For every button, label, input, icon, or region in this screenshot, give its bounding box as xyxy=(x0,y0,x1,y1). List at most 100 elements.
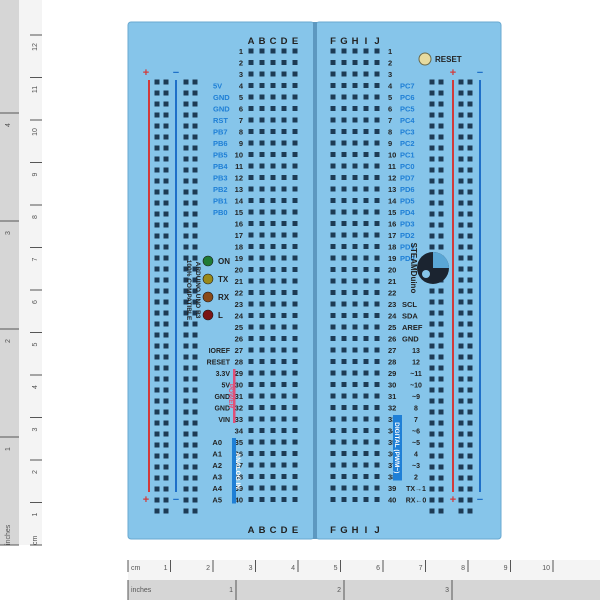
terminal-hole xyxy=(374,60,380,65)
terminal-hole xyxy=(330,106,336,111)
left-rail-hole xyxy=(154,266,160,272)
terminal-hole xyxy=(352,324,358,330)
right-inner-rail-hole xyxy=(438,134,444,140)
terminal-hole xyxy=(341,324,347,330)
left-rail-hole xyxy=(163,508,169,514)
terminal-hole xyxy=(281,370,287,376)
left-rail-hole xyxy=(154,365,160,371)
right-rail-hole xyxy=(467,167,473,173)
right-rail-hole xyxy=(458,233,464,239)
bottom-ruler-cm-label: 9 xyxy=(504,565,508,572)
terminal-hole xyxy=(374,497,380,502)
column-label-top-A: A xyxy=(248,36,255,47)
left-rail-hole xyxy=(154,310,160,316)
right-rail-hole xyxy=(467,288,473,294)
terminal-hole xyxy=(374,439,380,445)
terminal-hole xyxy=(352,416,358,422)
terminal-hole xyxy=(281,209,287,215)
left-inner-rail-hole xyxy=(192,90,198,96)
left-rail-hole xyxy=(154,255,160,261)
brand-label: STEAMDuino xyxy=(409,243,418,294)
terminal-hole xyxy=(330,416,336,422)
terminal-hole xyxy=(363,370,369,376)
right-rail-hole xyxy=(458,112,464,118)
terminal-hole xyxy=(352,198,358,203)
terminal-hole xyxy=(352,485,358,491)
left-rail-hole xyxy=(154,475,160,481)
terminal-hole xyxy=(248,244,254,249)
left-rail-hole xyxy=(154,387,160,393)
left-ruler-cm-label: 7 xyxy=(32,257,39,261)
terminal-hole xyxy=(352,163,358,169)
terminal-hole xyxy=(259,244,265,249)
left-inner-rail-hole xyxy=(183,156,189,162)
terminal-hole xyxy=(374,313,380,318)
terminal-hole xyxy=(259,347,265,353)
left-rail-hole xyxy=(154,178,160,184)
right-rail-hole xyxy=(467,497,473,503)
left-rail-hole xyxy=(163,420,169,426)
left-rail-hole xyxy=(163,266,169,272)
right-rail-hole xyxy=(458,101,464,107)
terminal-hole xyxy=(292,347,298,353)
right-inner-rail-hole xyxy=(438,387,444,393)
terminal-hole xyxy=(281,382,287,387)
terminal-hole xyxy=(330,428,336,433)
terminal-hole xyxy=(374,359,380,364)
terminal-hole xyxy=(270,117,276,123)
bottom-ruler-cm-label: 7 xyxy=(419,565,423,572)
terminal-hole xyxy=(341,152,347,157)
row-number-left: 15 xyxy=(235,208,243,217)
left-inner-rail-hole xyxy=(192,233,198,239)
terminal-hole xyxy=(292,359,298,364)
right-inner-rail-hole xyxy=(429,508,435,514)
left-inner-rail-hole xyxy=(192,409,198,415)
left-rail-hole xyxy=(154,486,160,492)
terminal-hole xyxy=(363,278,369,284)
digital-pin-label: RX←0 xyxy=(406,498,427,505)
right-inner-rail-hole xyxy=(429,288,435,294)
terminal-hole xyxy=(352,232,358,238)
terminal-hole xyxy=(363,267,369,272)
right-rail-hole xyxy=(458,464,464,470)
row-number-right: 14 xyxy=(388,197,397,206)
row-number-right: 37 xyxy=(388,461,396,470)
row-number-left: 4 xyxy=(239,82,244,91)
terminal-hole xyxy=(292,497,298,502)
terminal-hole xyxy=(281,462,287,468)
left-rail-hole xyxy=(163,310,169,316)
right-inner-rail-hole xyxy=(429,112,435,118)
terminal-hole xyxy=(292,393,298,399)
comm-pin-label: SDA xyxy=(402,312,418,321)
right-inner-rail-hole xyxy=(429,167,435,173)
right-rail-hole xyxy=(458,145,464,151)
left-rail-hole xyxy=(154,101,160,107)
row-number-left: 16 xyxy=(235,220,243,229)
terminal-hole xyxy=(363,347,369,353)
right-inner-rail-hole xyxy=(429,123,435,129)
terminal-hole xyxy=(330,140,336,146)
terminal-hole xyxy=(363,221,369,226)
terminal-hole xyxy=(281,129,287,134)
terminal-hole xyxy=(281,405,287,410)
terminal-hole xyxy=(281,497,287,502)
row-number-left: 29 xyxy=(235,369,243,378)
terminal-hole xyxy=(292,462,298,468)
left-ruler-inch-label: 3 xyxy=(5,231,12,235)
terminal-hole xyxy=(270,163,276,169)
column-label-top-H: H xyxy=(352,36,359,47)
right-inner-rail-hole xyxy=(429,354,435,360)
column-label-top-D: D xyxy=(281,36,288,47)
left-rail-hole xyxy=(154,420,160,426)
right-rail-hole xyxy=(458,288,464,294)
left-ruler-inch-unit: inches xyxy=(5,524,12,545)
terminal-hole xyxy=(292,198,298,203)
terminal-hole xyxy=(363,255,369,261)
power-pin-label: 3.3V xyxy=(216,371,231,378)
right-inner-rail-hole xyxy=(429,453,435,459)
terminal-hole xyxy=(270,462,276,468)
terminal-hole xyxy=(248,117,254,123)
terminal-hole xyxy=(341,60,347,65)
right-inner-rail-hole xyxy=(429,387,435,393)
left-pin-label: RST xyxy=(213,116,228,125)
